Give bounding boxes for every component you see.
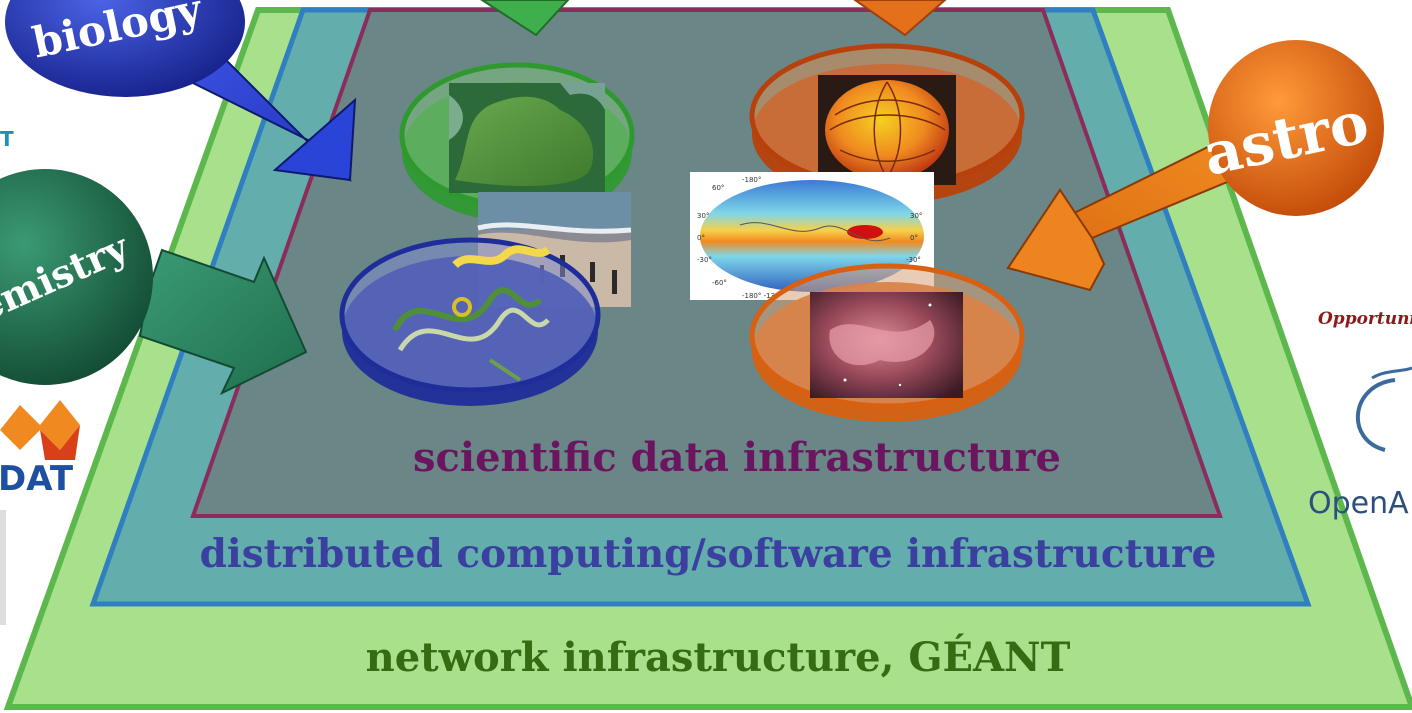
left-logo-text: DAT bbox=[0, 459, 74, 499]
opportunities-fragment: Opportunitie bbox=[1318, 309, 1412, 329]
island-satellite-image bbox=[449, 83, 605, 193]
left-logo-mark bbox=[0, 400, 80, 460]
svg-text:0°: 0° bbox=[910, 234, 918, 242]
dna-helix-illustration bbox=[392, 245, 551, 382]
astro-badge: astro bbox=[1197, 40, 1384, 216]
svg-text:-180° -135°: -180° -135° bbox=[742, 292, 783, 300]
left-top-fragment: T bbox=[0, 127, 14, 151]
left-logo-fragments: T DAT bbox=[0, 127, 80, 625]
left-box-edge bbox=[0, 510, 6, 625]
nebula-image bbox=[810, 292, 963, 398]
svg-text:-30°: -30° bbox=[697, 256, 712, 264]
svg-text:30°: 30° bbox=[910, 212, 922, 220]
open-logo-text: OpenA bbox=[1308, 486, 1409, 521]
blue-disc bbox=[339, 237, 601, 406]
computing-layer-label: distributed computing/software infrastru… bbox=[200, 531, 1217, 577]
astro-arrow bbox=[1006, 138, 1234, 292]
astro-arrow-head bbox=[1006, 188, 1106, 292]
svg-text:0°: 0° bbox=[697, 234, 705, 242]
svg-text:60°: 60° bbox=[712, 184, 724, 192]
globe-simulation-image bbox=[818, 75, 956, 185]
chemistry-arrow bbox=[138, 248, 308, 396]
biology-arrow bbox=[191, 54, 357, 182]
right-logo-fragments: Opportunitie OpenA bbox=[1308, 309, 1412, 521]
orange-disc bbox=[749, 263, 1025, 422]
data-layer-label: scientific data infrastructure bbox=[413, 434, 1061, 481]
open-logo-ring bbox=[1356, 378, 1396, 452]
biology-arrow-head bbox=[272, 97, 357, 182]
red-disc bbox=[749, 43, 1025, 204]
svg-text:-60°: -60° bbox=[712, 279, 727, 287]
biology-badge: biology bbox=[5, 0, 245, 97]
svg-text:-30°: -30° bbox=[906, 256, 921, 264]
chemistry-badge: chemistry bbox=[0, 169, 153, 385]
svg-text:-180°: -180° bbox=[742, 176, 761, 184]
network-layer-label: network infrastructure, GÉANT bbox=[366, 634, 1071, 681]
svg-text:30°: 30° bbox=[697, 212, 709, 220]
top-green-arrow bbox=[480, 0, 570, 37]
top-orange-arrow bbox=[853, 0, 947, 37]
